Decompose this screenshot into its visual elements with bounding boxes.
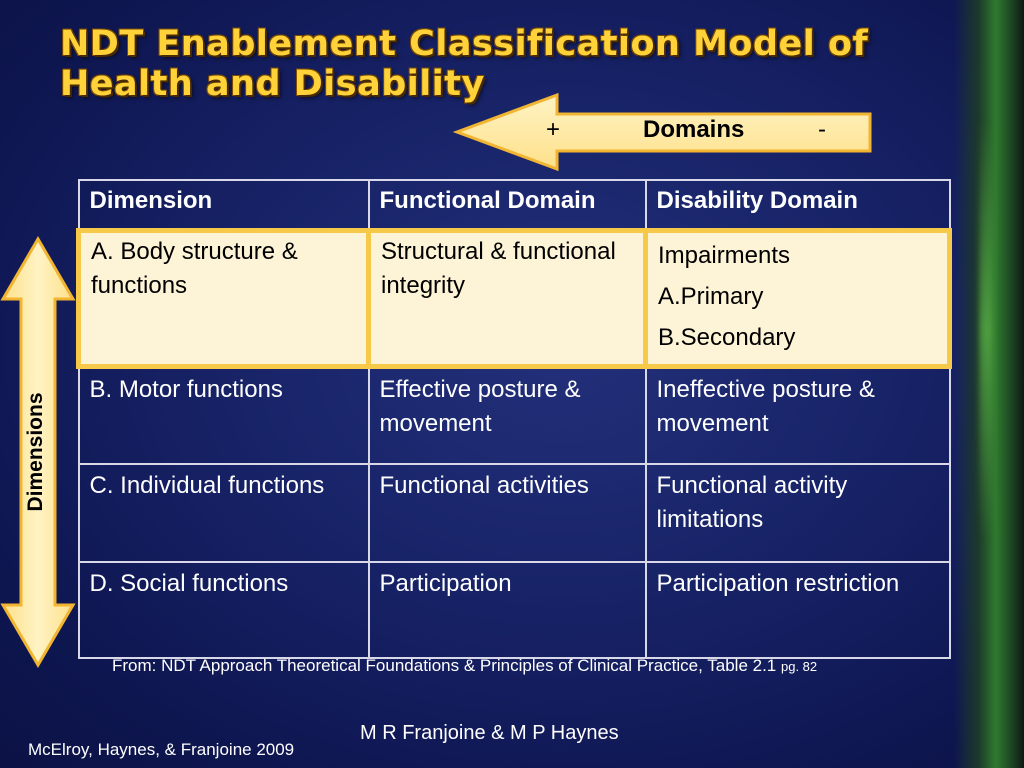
table-row: C. Individual functions Functional activ… xyxy=(77,463,951,563)
header-dimension: Dimension xyxy=(77,179,370,232)
disability-line: Impairments xyxy=(658,242,791,269)
footer-credit: McElroy, Haynes, & Franjoine 2009 xyxy=(28,740,295,759)
cell-disability: Functional activity limitations xyxy=(644,463,951,563)
domains-minus: - xyxy=(818,116,826,143)
header-functional-domain: Functional Domain xyxy=(367,179,647,232)
table-row: B. Motor functions Effective posture & m… xyxy=(77,365,951,465)
table-row: A. Body structure & functions Structural… xyxy=(76,228,952,369)
disability-line: A.Primary xyxy=(658,283,764,310)
slide-title-line-2: Health and Disability xyxy=(60,64,485,104)
citation-page: pg. 82 xyxy=(781,659,818,674)
domains-label: Domains xyxy=(643,116,745,143)
header-disability-domain: Disability Domain xyxy=(644,179,951,232)
source-citation: From: NDT Approach Theoretical Foundatio… xyxy=(112,656,817,676)
disability-line: B.Secondary xyxy=(658,324,796,351)
cell-dimension: A. Body structure & functions xyxy=(76,228,371,369)
cell-functional: Structural & functional integrity xyxy=(366,228,648,369)
dimensions-arrow-shape xyxy=(0,236,76,668)
cell-disability: Participation restriction xyxy=(644,561,951,659)
cell-disability: Ineffective posture & movement xyxy=(644,365,951,465)
domains-plus: + xyxy=(546,116,561,143)
decorative-edge xyxy=(954,0,1024,768)
cell-dimension: D. Social functions xyxy=(77,561,370,659)
cell-functional: Functional activities xyxy=(367,463,647,563)
slide-title: NDT Enablement Classification Model of H… xyxy=(60,24,868,104)
dimensions-label: Dimensions xyxy=(24,392,47,512)
table-row: D. Social functions Participation Partic… xyxy=(77,561,951,659)
citation-text: From: NDT Approach Theoretical Foundatio… xyxy=(112,656,777,675)
domains-arrow-shape xyxy=(452,92,872,172)
cell-functional: Effective posture & movement xyxy=(367,365,647,465)
cell-disability: Impairments A.Primary B.Secondary xyxy=(643,228,952,369)
cell-dimension: C. Individual functions xyxy=(77,463,370,563)
author-credit: M R Franjoine & M P Haynes xyxy=(360,722,619,744)
table-header-row: Dimension Functional Domain Disability D… xyxy=(77,179,951,232)
cell-dimension: B. Motor functions xyxy=(77,365,370,465)
cell-functional: Participation xyxy=(367,561,647,659)
classification-table: Dimension Functional Domain Disability D… xyxy=(76,179,952,659)
slide-title-line-1: NDT Enablement Classification Model of xyxy=(60,24,869,64)
